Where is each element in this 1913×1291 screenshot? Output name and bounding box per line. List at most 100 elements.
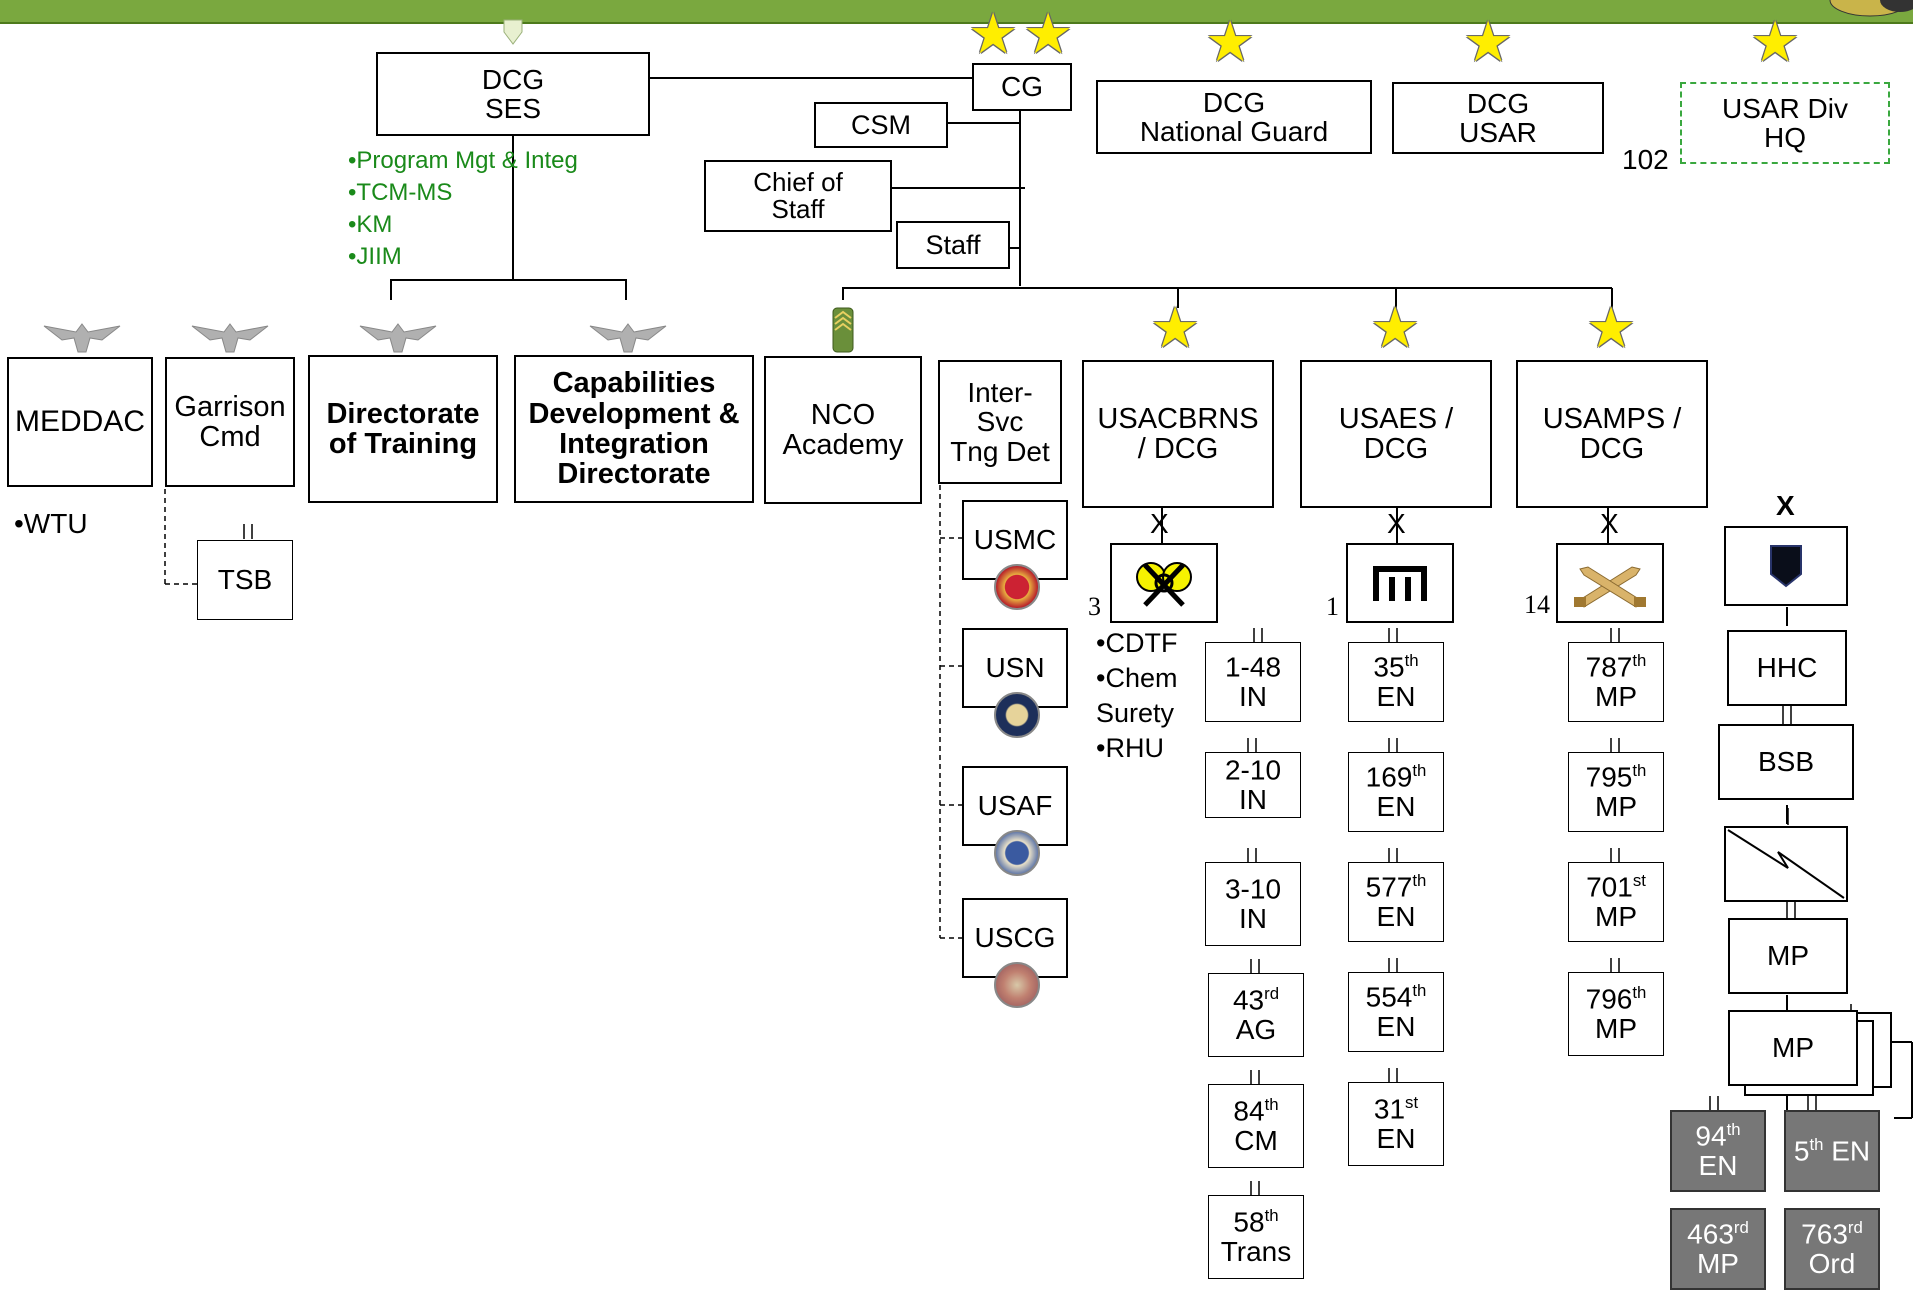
- cg-box[interactable]: CG: [972, 63, 1072, 111]
- mp-branch-box: [1556, 543, 1664, 623]
- mp-box-2[interactable]: MP: [1728, 1010, 1858, 1086]
- tsb-box[interactable]: TSB: [197, 540, 293, 620]
- usar-div-line1: USAR Div: [1721, 92, 1848, 124]
- unit-number: 787: [1585, 651, 1633, 683]
- staff-box[interactable]: Staff: [896, 221, 1010, 269]
- mps-line1: USAMPS /: [1542, 402, 1682, 435]
- function-item: •JIIM: [348, 243, 402, 270]
- dcg-ng-line1: DCG: [1202, 86, 1266, 118]
- signal-box[interactable]: [1724, 826, 1848, 902]
- usamps-box[interactable]: USAMPS /DCG: [1516, 360, 1708, 508]
- unit-number: 84: [1233, 1095, 1265, 1127]
- unit-type: MP: [1595, 791, 1637, 823]
- unit-ordinal: th: [1632, 651, 1647, 671]
- unit-ordinal: th: [1404, 651, 1419, 671]
- uscg-box[interactable]: USCG: [962, 898, 1068, 978]
- unit-type: EN: [1376, 1123, 1416, 1155]
- unit-number: 796: [1585, 983, 1633, 1015]
- unit-type: MP: [1595, 1013, 1637, 1045]
- engineer-branch-box: [1346, 543, 1454, 623]
- bsb-label: BSB: [1757, 746, 1815, 778]
- unit-ordinal: rd: [1847, 1218, 1863, 1238]
- mp-label: MP: [1772, 1032, 1814, 1064]
- es-line1: USAES /: [1338, 402, 1454, 435]
- unit-number: 169: [1365, 761, 1413, 793]
- unit-type: EN: [1698, 1150, 1738, 1182]
- emblem-icon: [1800, 0, 1913, 20]
- isd-line3: Tng Det: [950, 435, 1050, 467]
- cbrn-sub-item: •CDTF: [1096, 628, 1178, 658]
- unit-number: 35: [1373, 651, 1405, 683]
- hhc-box[interactable]: HHC: [1727, 630, 1847, 706]
- unit-ordinal: th: [1264, 1095, 1279, 1115]
- nco-line1: NCO: [810, 398, 876, 431]
- usaes-box[interactable]: USAES /DCG: [1300, 360, 1492, 508]
- bsb-box[interactable]: BSB: [1718, 724, 1854, 800]
- unit-ordinal: th: [1264, 1206, 1279, 1226]
- brigade-shield-box[interactable]: [1724, 526, 1848, 606]
- unit-number: 1-48: [1224, 651, 1282, 683]
- es-line2: DCG: [1363, 433, 1429, 465]
- gray-unit-box[interactable]: 5th EN: [1784, 1110, 1880, 1192]
- usn-label: USN: [985, 652, 1045, 684]
- csm-box[interactable]: CSM: [814, 102, 948, 148]
- meddac-label: MEDDAC: [14, 405, 145, 439]
- unit-number: 554: [1365, 981, 1413, 1013]
- star-icon: ★: [1750, 10, 1801, 73]
- unit-ordinal: th: [1632, 983, 1647, 1003]
- unit-ordinal: th: [1726, 1120, 1741, 1140]
- unit-type: EN: [1376, 791, 1416, 823]
- mps-line2: DCG: [1579, 433, 1645, 465]
- unit-ordinal: th: [1412, 981, 1427, 1001]
- unit-ordinal: rd: [1733, 1218, 1749, 1238]
- star-icon: ★: [1586, 296, 1637, 359]
- meddac-box[interactable]: MEDDAC: [7, 357, 153, 487]
- eagle-icon: [43, 323, 121, 353]
- cbrn-sub: •CDTF •Chem Surety •RHU: [1096, 626, 1177, 766]
- dot-line2: of Training: [328, 428, 478, 460]
- usacbrns-box[interactable]: USACBRNS/ DCG: [1082, 360, 1274, 508]
- cg-label: CG: [1001, 71, 1043, 103]
- garrison-line1: Garrison: [174, 390, 286, 423]
- cdid-line1: Capabilities: [552, 367, 716, 400]
- unit-ordinal: st: [1632, 871, 1646, 891]
- garrison-line2: Cmd: [199, 421, 261, 453]
- unit-ordinal: rd: [1264, 984, 1280, 1004]
- mp-box-1[interactable]: MP: [1728, 918, 1848, 994]
- star-icon: ★: [1370, 296, 1421, 359]
- unit-type: Ord: [1808, 1248, 1856, 1280]
- unit-ordinal: th: [1412, 871, 1427, 891]
- unit-type: Trans: [1220, 1236, 1292, 1268]
- eagle-icon: [191, 323, 269, 353]
- shield-icon: [1770, 545, 1802, 588]
- cos-line1: Chief of: [753, 166, 843, 197]
